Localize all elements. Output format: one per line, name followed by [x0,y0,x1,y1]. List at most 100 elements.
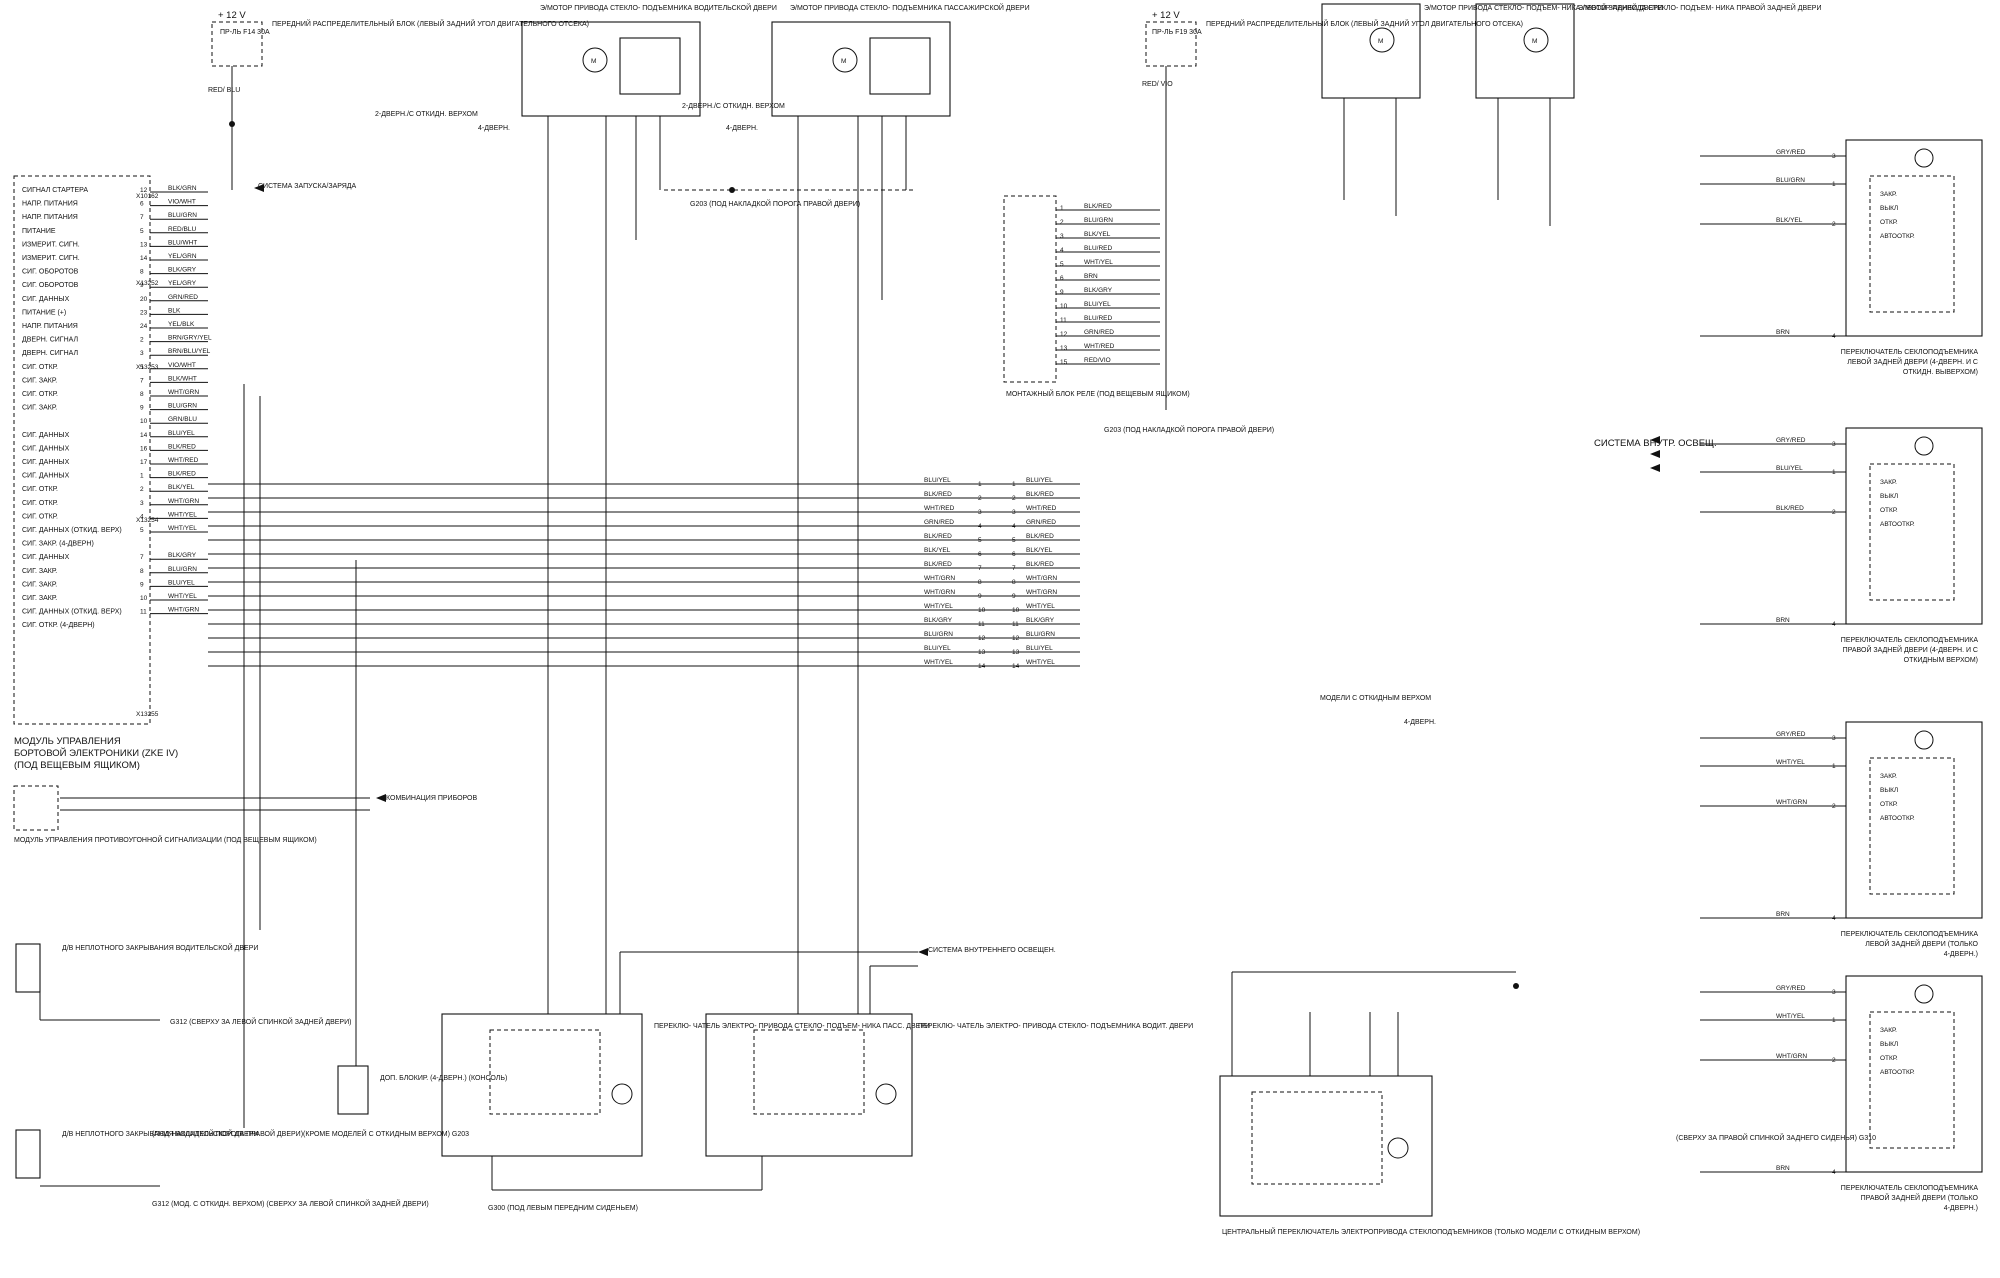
ecu-signal-name: СИГ. ОТКР. (4-ДВЕРН) [22,622,95,629]
alarm-module [13,785,59,831]
ecu-pin: 16 [140,445,148,452]
pass-motor-box [771,21,951,117]
fuse-f19-label: ПР-ЛЬ F19 30A [1152,29,1202,36]
bus-wire-color: BLU/YEL [924,477,951,484]
bus-wire-color: BLK/RED [924,491,952,498]
bus-wire-color-right: BLK/YEL [1026,547,1053,554]
rear-window-switch: GRY/RED3WHT/YEL1WHT/GRN2BRN4ЗАКР.ВЫКЛОТК… [1700,975,1983,1212]
switch-wire-color: WHT/GRN [1776,799,1807,806]
driver-motor-symbol [582,47,608,73]
ecu-wire-color: BLU/WHT [168,239,197,246]
relay-block-label: МОНТАЖНЫЙ БЛОК РЕЛЕ (ПОД ВЕЩЕВЫМ ЯЩИКОМ) [1006,389,1190,398]
ecu-pin: 3 [140,350,144,357]
switch-caption: ПЕРЕКЛЮЧАТЕЛЬ СЕКЛОПОДЪЕМНИКА [1841,1185,1979,1192]
ecu-signal-name: СИГ. ЗАКР. [22,377,57,384]
ecu-signal-name: СИГ. ДАННЫХ [22,432,70,439]
ecu-pin: 4 [140,513,144,520]
switch-term: ВЫКЛ [1880,1041,1898,1048]
ecu-signal-name: СИГНАЛ СТАРТЕРА [22,187,88,194]
ecu-wire-color: BLK/RED [168,471,196,478]
bus-pin-right: 7 [1012,565,1016,572]
switch-pin: 2 [1832,221,1836,228]
ecu-pin: 9 [140,405,144,412]
rr-motor-box [1475,3,1575,99]
switch-wire-color: GRY/RED [1776,437,1806,444]
ecu-wire-color: VIO/WHT [168,362,196,369]
ecu-pin: 17 [140,459,148,466]
ecu-pin: 5 [140,228,144,235]
bus-pin-right: 9 [1012,593,1016,600]
driver-motor-label: Э/МОТОР ПРИВОДА СТЕКЛО- ПОДЪЕМНИКА ВОДИТ… [540,3,777,12]
ecu-wire-color: BLU/GRN [168,566,197,573]
ecu-caption-2: БОРТОВОЙ ЭЛЕКТРОНИКИ (ZKE IV) [14,747,178,759]
relay-wire-color: BLK/RED [1084,203,1112,210]
switch-pin: 1 [1832,763,1836,770]
ecu-wire-color: WHT/RED [168,457,199,464]
ecu-signal-name: НАПР. ПИТАНИЯ [22,201,78,208]
models-label: МОДЕЛИ С ОТКИДНЫМ ВЕРХОМ [1320,695,1431,702]
switch-term: ВЫКЛ [1880,787,1898,794]
relay-wire-color: BLK/YEL [1084,231,1111,238]
ecu-wire-color: BRN/GRY/YEL [168,335,212,342]
switch-wire-color: BLK/RED [1776,505,1804,512]
voltage-label-right: + 12 V [1152,10,1180,21]
switch-wire-color: WHT/YEL [1776,759,1805,766]
ecu-signal-name: СИГ. ЗАКР. [22,581,57,588]
switch-pin: 3 [1832,735,1836,742]
switch-wire-color: WHT/GRN [1776,1053,1807,1060]
ecu-signal-name: СИГ. ДАННЫХ [22,445,70,452]
four-door-label-right: 4-ДВЕРН. [726,125,758,132]
bus-pin-left: 12 [978,635,986,642]
switch-pin: 2 [1832,509,1836,516]
g310-label: (СВЕРХУ ЗА ПРАВОЙ СПИНКОЙ ЗАДНЕГО СИДЕНЬ… [1676,1133,1876,1142]
red-vio-label: RED/ VIO [1142,81,1173,88]
ecu-wire-color: WHT/GRN [168,498,199,505]
switch-wire-color: BLU/GRN [1776,177,1805,184]
switch-term: АВТООТКР. [1880,521,1915,528]
switch-pin: 3 [1832,441,1836,448]
switch-caption: ЛЕВОЙ ЗАДНЕЙ ДВЕРИ (ТОЛЬКО [1865,939,1978,948]
ecu-signal-name: СИГ. ЗАКР. (4-ДВЕРН) [22,541,94,548]
start-sys-label: СИСТЕМА ЗАПУСКА/ЗАРЯДА [258,183,357,190]
ecu-pin: 7 [140,214,144,221]
switch-pin: 1 [1832,181,1836,188]
ecu-signal-name: ДВЕРН. СИГНАЛ [22,337,78,344]
ecu-signal-name: СИГ. ОТКР. [22,364,58,371]
bus-pin-left: 10 [978,607,986,614]
bus-wire-color: BLU/YEL [924,645,951,652]
relay-wire-color: BLU/RED [1084,315,1112,322]
switch-wire-color: BRN [1776,1165,1790,1172]
relay-pin: 1 [1060,205,1064,212]
voltage-label: + 12 V [218,10,246,21]
relay-wire-color: BLU/GRN [1084,217,1113,224]
pdb-label-left: ПЕРЕДНИЙ РАСПРЕДЕЛИТЕЛЬНЫЙ БЛОК (ЛЕВЫЙ З… [272,19,589,28]
ecu-signal-name: ИЗМЕРИТ. СИГН. [22,241,80,248]
ecu-signal-name: СИГ. ЗАКР. [22,568,57,575]
ecu-wire-color: GRN/RED [168,294,198,301]
relay-wire-color: GRN/RED [1084,329,1114,336]
svg-text:M: M [841,58,846,65]
ecu-pin: 14 [140,255,148,262]
ecu-signal-name: СИГ. ОБОРОТОВ [22,269,79,276]
switch-term: ОТКР. [1880,801,1898,808]
ecu-pin: 9 [140,282,144,289]
ecu-wire-color: BLU/GRN [168,212,197,219]
switch-term: ОТКР. [1880,1055,1898,1062]
switch-caption: ОТКИДНЫМ ВЕРХОМ) [1904,657,1978,664]
bus-pin-left: 3 [978,509,982,516]
relay-pin: 15 [1060,359,1068,366]
ecu-signal-name: ПИТАНИЕ [22,228,56,235]
switch-caption: ПЕРЕКЛЮЧАТЕЛЬ СЕКЛОПОДЪЕМНИКА [1841,637,1979,644]
bus-pin-left: 1 [978,481,982,488]
ecu-signal-name: СИГ. ДАННЫХ (ОТКИД. ВЕРХ) [22,609,122,616]
central-window-switch [1219,1075,1433,1217]
relay-pin: 12 [1060,331,1068,338]
switch-term: ЗАКР. [1880,191,1897,198]
svg-text:M: M [591,58,596,65]
pass-motor-symbol [832,47,858,73]
switch-pin: 4 [1832,333,1836,340]
ecu-wire-color: GRN/BLU [168,416,197,423]
